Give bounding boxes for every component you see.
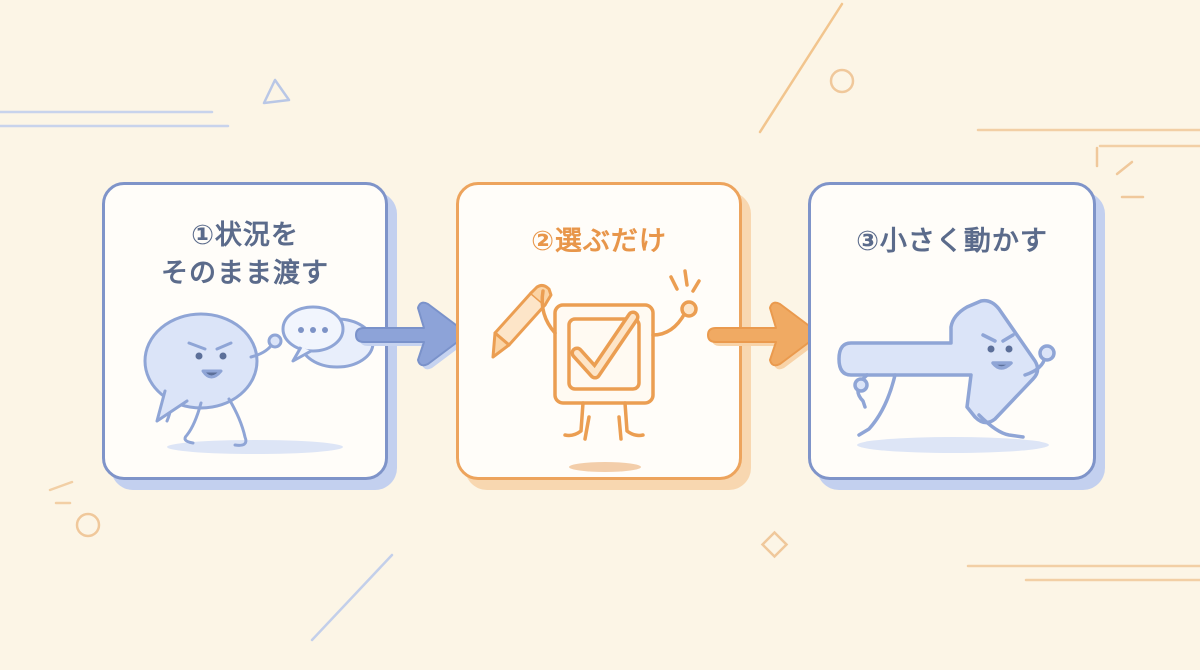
decor-lines-top-right <box>976 128 1200 148</box>
running-arrow-character-icon <box>837 298 1056 439</box>
decor-circle-top <box>829 68 855 94</box>
arrow-right-icon <box>355 301 472 370</box>
step-3-illustration <box>837 298 1056 453</box>
decor-diagonal-bottom <box>310 553 394 642</box>
decor-triangle <box>262 78 291 105</box>
decor-sparkle-left <box>48 480 74 505</box>
shadow-icon <box>569 462 641 472</box>
step-1-illustration <box>143 305 375 454</box>
step-1-card: ①状況を そのまま渡す <box>102 182 388 480</box>
step-1-title-line1: ①状況を <box>191 220 299 251</box>
arrow-right-icon <box>707 301 824 370</box>
speech-bubble-character-icon <box>143 312 283 447</box>
decor-lines-bottom-right <box>966 564 1200 582</box>
checkbox-character-icon <box>540 269 701 441</box>
ellipsis-speech-bubble-icon <box>281 305 375 369</box>
decor-circle-bottom <box>75 512 101 538</box>
step-3-title: ③小さく動かす <box>856 226 1048 257</box>
step-2-title: ②選ぶだけ <box>531 226 667 257</box>
decor-lines-top-left <box>0 110 230 128</box>
step-3-card: ③小さく動かす <box>808 182 1096 480</box>
shadow-icon <box>857 437 1049 453</box>
step-2-illustration <box>491 269 701 472</box>
decor-diamond <box>760 530 789 559</box>
step-1-title: ①状況を そのまま渡す <box>105 217 385 293</box>
step-1-title-line2: そのまま渡す <box>161 258 329 289</box>
shadow-icon <box>167 440 343 454</box>
step-2-card: ②選ぶだけ <box>456 182 742 480</box>
decor-diagonal-top <box>758 2 844 134</box>
decor-sparkle <box>1095 146 1145 199</box>
